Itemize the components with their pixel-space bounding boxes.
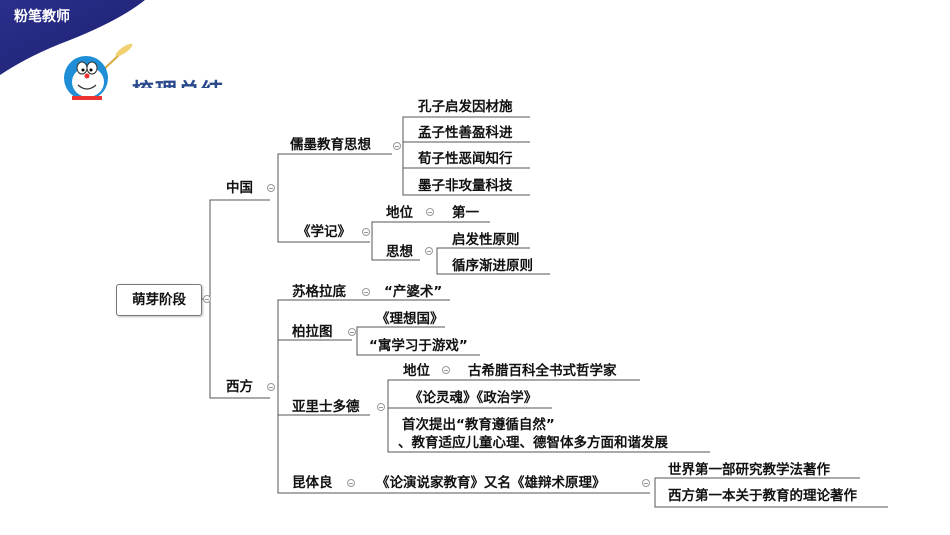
node-rumo[interactable]: 儒墨教育思想: [290, 137, 371, 153]
collapse-toggle-icon[interactable]: [348, 328, 356, 336]
node-rumo-child[interactable]: 荀子性恶闻知行: [418, 151, 513, 167]
node-yali[interactable]: 亚里士多德: [292, 399, 360, 415]
node-yali-first-line1[interactable]: 首次提出“教育遵循自然”: [402, 417, 555, 433]
node-chanposhu[interactable]: “产婆术”: [384, 284, 443, 300]
collapse-toggle-icon[interactable]: [425, 247, 433, 255]
collapse-toggle-icon[interactable]: [362, 288, 370, 296]
node-yali-first-line2[interactable]: 、教育适应儿童心理、德智体多方面和谐发展: [398, 435, 668, 451]
node-rumo-child[interactable]: 墨子非攻量科技: [418, 178, 513, 194]
collapse-toggle-icon[interactable]: [393, 142, 401, 150]
node-kun-child[interactable]: 世界第一部研究教学法著作: [668, 462, 830, 478]
node-diwei[interactable]: 地位: [386, 205, 413, 221]
collapse-toggle-icon[interactable]: [642, 479, 650, 487]
brand-banner: 粉笔教师: [0, 0, 150, 75]
node-bolatu[interactable]: 柏拉图: [292, 324, 333, 340]
collapse-toggle-icon[interactable]: [426, 208, 434, 216]
node-kun-child[interactable]: 西方第一本关于教育的理论著作: [668, 488, 857, 504]
node-kuntiliang[interactable]: 昆体良: [292, 475, 333, 491]
node-yali-diwei-value[interactable]: 古希腊百科全书式哲学家: [468, 363, 617, 379]
collapse-toggle-icon[interactable]: [267, 383, 275, 391]
node-xueji[interactable]: 《学记》: [297, 224, 351, 240]
mindmap-canvas: [108, 88, 888, 508]
collapse-toggle-icon[interactable]: [347, 479, 355, 487]
root-node[interactable]: 萌芽阶段: [116, 284, 202, 316]
node-bolatu-child[interactable]: “寓学习于游戏”: [369, 338, 468, 354]
collapse-toggle-icon[interactable]: [377, 403, 385, 411]
node-sixiang[interactable]: 思想: [386, 244, 413, 260]
collapse-toggle-icon[interactable]: [442, 366, 450, 374]
brand-logo-text: 粉笔教师: [14, 9, 70, 25]
node-kun-book[interactable]: 《论演说家教育》又名《雄辩术原理》: [376, 475, 606, 491]
node-sixiang-child[interactable]: 循序渐进原则: [452, 258, 533, 274]
collapse-toggle-icon[interactable]: [267, 184, 275, 192]
doraemon-mascot-icon: [58, 40, 138, 110]
node-yali-diwei[interactable]: 地位: [403, 363, 430, 379]
node-yali-works[interactable]: 《论灵魂》《政治学》: [409, 390, 538, 406]
node-diyi[interactable]: 第一: [452, 205, 479, 221]
collapse-toggle-icon[interactable]: [362, 228, 370, 236]
node-sugeladi[interactable]: 苏格拉底: [292, 284, 346, 300]
node-west[interactable]: 西方: [226, 379, 253, 395]
node-china[interactable]: 中国: [226, 180, 253, 196]
node-bolatu-child[interactable]: 《理想国》: [376, 311, 444, 327]
node-rumo-child[interactable]: 孔子启发因材施: [418, 99, 513, 115]
node-sixiang-child[interactable]: 启发性原则: [452, 232, 520, 248]
node-rumo-child[interactable]: 孟子性善盈科进: [418, 125, 513, 141]
collapse-toggle-icon[interactable]: [203, 295, 211, 303]
